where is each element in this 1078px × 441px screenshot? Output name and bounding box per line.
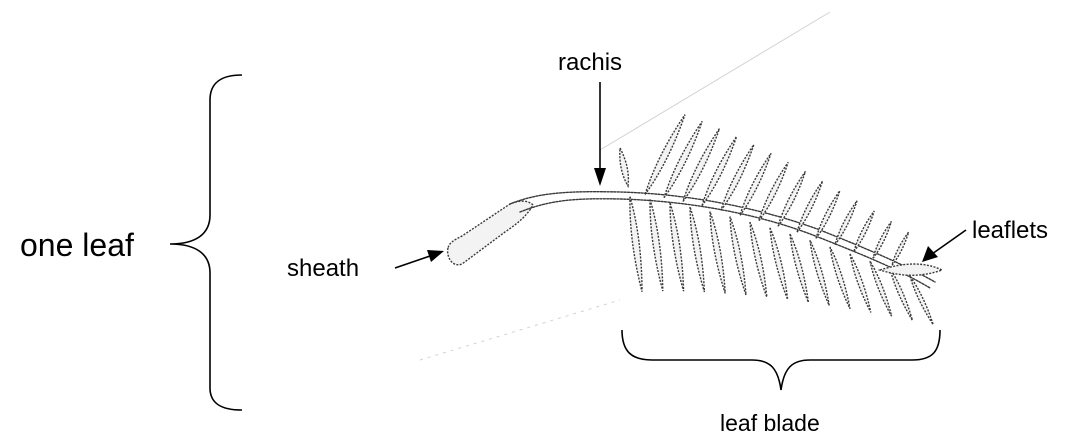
leaflet-drawing xyxy=(683,129,719,202)
leaflet-drawing xyxy=(645,115,685,195)
upper-leaflets xyxy=(620,115,909,266)
leaflet-drawing xyxy=(830,247,850,309)
leaflet-drawing xyxy=(816,191,840,239)
leaflet-drawing xyxy=(750,222,767,297)
leaf-blade-brace xyxy=(622,330,940,390)
sheath-label: sheath xyxy=(287,255,359,282)
leaflet-drawing xyxy=(670,203,684,291)
leaflet-drawing xyxy=(873,221,891,258)
leaflet-drawing xyxy=(854,211,874,251)
leaflet-drawing xyxy=(810,240,829,305)
leaflets-label: leaflets xyxy=(972,217,1048,244)
leaflet-drawing xyxy=(770,228,788,300)
leaflet-drawing xyxy=(664,121,702,197)
scan-edge-lines xyxy=(420,12,830,360)
leaflet-drawing xyxy=(892,232,909,265)
leaflet-drawing xyxy=(835,201,857,245)
leaflet-drawing xyxy=(630,197,642,292)
sheath-arrow xyxy=(395,250,444,268)
leaf-blade-label: leaf blade xyxy=(720,410,820,436)
leaflet-drawing xyxy=(650,199,663,291)
leaflet-drawing xyxy=(790,234,808,302)
one-leaf-brace xyxy=(170,75,242,410)
leaflet-drawing xyxy=(797,181,823,232)
leaflet-drawing xyxy=(690,207,704,292)
leaf-sheath-drawing xyxy=(448,201,533,265)
leaflet-drawing xyxy=(730,217,746,295)
leaflets-arrow xyxy=(922,230,966,262)
leaflet-drawing xyxy=(620,148,629,186)
leaflet-drawing xyxy=(850,254,871,312)
leaflet-drawing xyxy=(710,212,725,294)
rachis-label: rachis xyxy=(558,49,622,76)
one-leaf-label: one leaf xyxy=(20,227,134,263)
palm-leaf-illustration xyxy=(448,115,942,325)
rachis-arrow xyxy=(594,82,606,186)
